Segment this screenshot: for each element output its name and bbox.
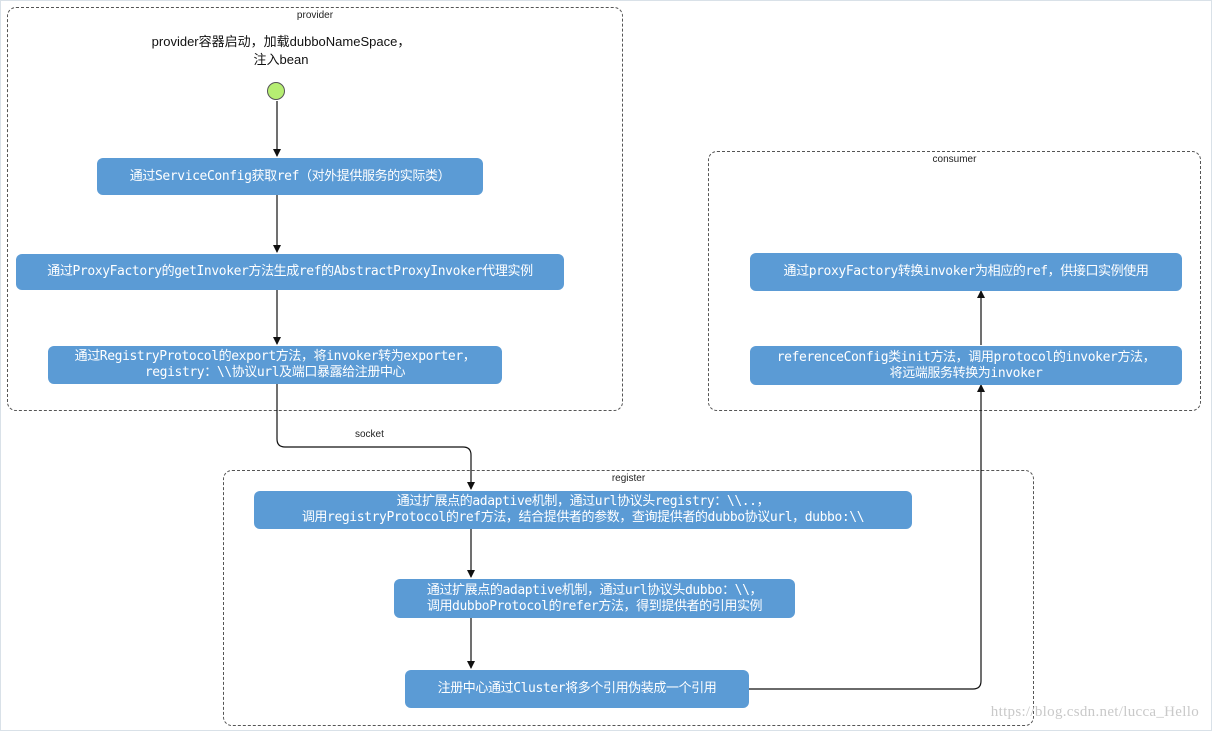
socket-label: socket bbox=[355, 429, 384, 440]
consumer-step-proxyfactory-text: 通过proxyFactory转换invoker为相应的ref，供接口实例使用 bbox=[783, 264, 1149, 279]
provider-step-proxyfactory-text: 通过ProxyFactory的getInvoker方法生成ref的Abstrac… bbox=[47, 264, 533, 279]
consumer-group: consumer bbox=[708, 151, 1201, 411]
provider-group: provider bbox=[7, 7, 623, 411]
register-step-adaptive-dubbo-line1: 通过扩展点的adaptive机制，通过url协议头dubbo：\\， bbox=[426, 582, 763, 598]
consumer-step-proxyfactory: 通过proxyFactory转换invoker为相应的ref，供接口实例使用 bbox=[750, 253, 1182, 291]
consumer-step-referenceconfig: referenceConfig类init方法，调用protocol的invoke… bbox=[750, 346, 1182, 385]
provider-step-serviceconfig-text: 通过ServiceConfig获取ref（对外提供服务的实际类） bbox=[129, 168, 451, 184]
provider-intro-line1: provider容器启动，加载dubboNameSpace， bbox=[151, 34, 411, 49]
provider-step-registryprotocol-line1: 通过RegistryProtocol的export方法，将invoker转为ex… bbox=[74, 349, 476, 364]
provider-step-proxyfactory: 通过ProxyFactory的getInvoker方法生成ref的Abstrac… bbox=[16, 254, 564, 290]
watermark: https://blog.csdn.net/lucca_Hello bbox=[990, 704, 1199, 720]
provider-step-registryprotocol-line2: registry：\\协议url及端口暴露给注册中心 bbox=[144, 365, 406, 380]
consumer-step-referenceconfig-line2: 将远端服务转换为invoker bbox=[889, 365, 1043, 381]
register-step-adaptive-dubbo: 通过扩展点的adaptive机制，通过url协议头dubbo：\\， 调用dub… bbox=[394, 579, 795, 618]
edge-register-to-consumer bbox=[749, 384, 985, 690]
start-node bbox=[267, 82, 285, 100]
provider-intro-line2: 注入bean bbox=[253, 52, 309, 67]
register-step-adaptive-dubbo-line2: 调用dubboProtocol的refer方法，得到提供者的引用实例 bbox=[426, 598, 763, 614]
edge-socket bbox=[276, 384, 475, 490]
consumer-step-referenceconfig-line1: referenceConfig类init方法，调用protocol的invoke… bbox=[776, 349, 1156, 365]
register-step-adaptive-registry-line2: 调用registryProtocol的ref方法，结合提供者的参数，查询提供者的… bbox=[301, 510, 865, 525]
provider-step-registryprotocol: 通过RegistryProtocol的export方法，将invoker转为ex… bbox=[48, 346, 502, 384]
register-step-cluster-text: 注册中心通过Cluster将多个引用伪装成一个引用 bbox=[437, 681, 717, 696]
provider-group-title: provider bbox=[296, 10, 334, 21]
provider-intro: provider容器启动，加载dubboNameSpace， 注入bean bbox=[121, 33, 441, 69]
register-step-adaptive-registry: 通过扩展点的adaptive机制，通过url协议头registry：\\..， … bbox=[254, 491, 912, 529]
register-step-adaptive-registry-line1: 通过扩展点的adaptive机制，通过url协议头registry：\\..， bbox=[396, 494, 770, 509]
consumer-group-title: consumer bbox=[932, 154, 977, 165]
register-step-cluster: 注册中心通过Cluster将多个引用伪装成一个引用 bbox=[405, 670, 749, 708]
register-group-title: register bbox=[611, 473, 646, 484]
provider-step-serviceconfig: 通过ServiceConfig获取ref（对外提供服务的实际类） bbox=[97, 158, 483, 195]
register-group: register bbox=[223, 470, 1034, 726]
